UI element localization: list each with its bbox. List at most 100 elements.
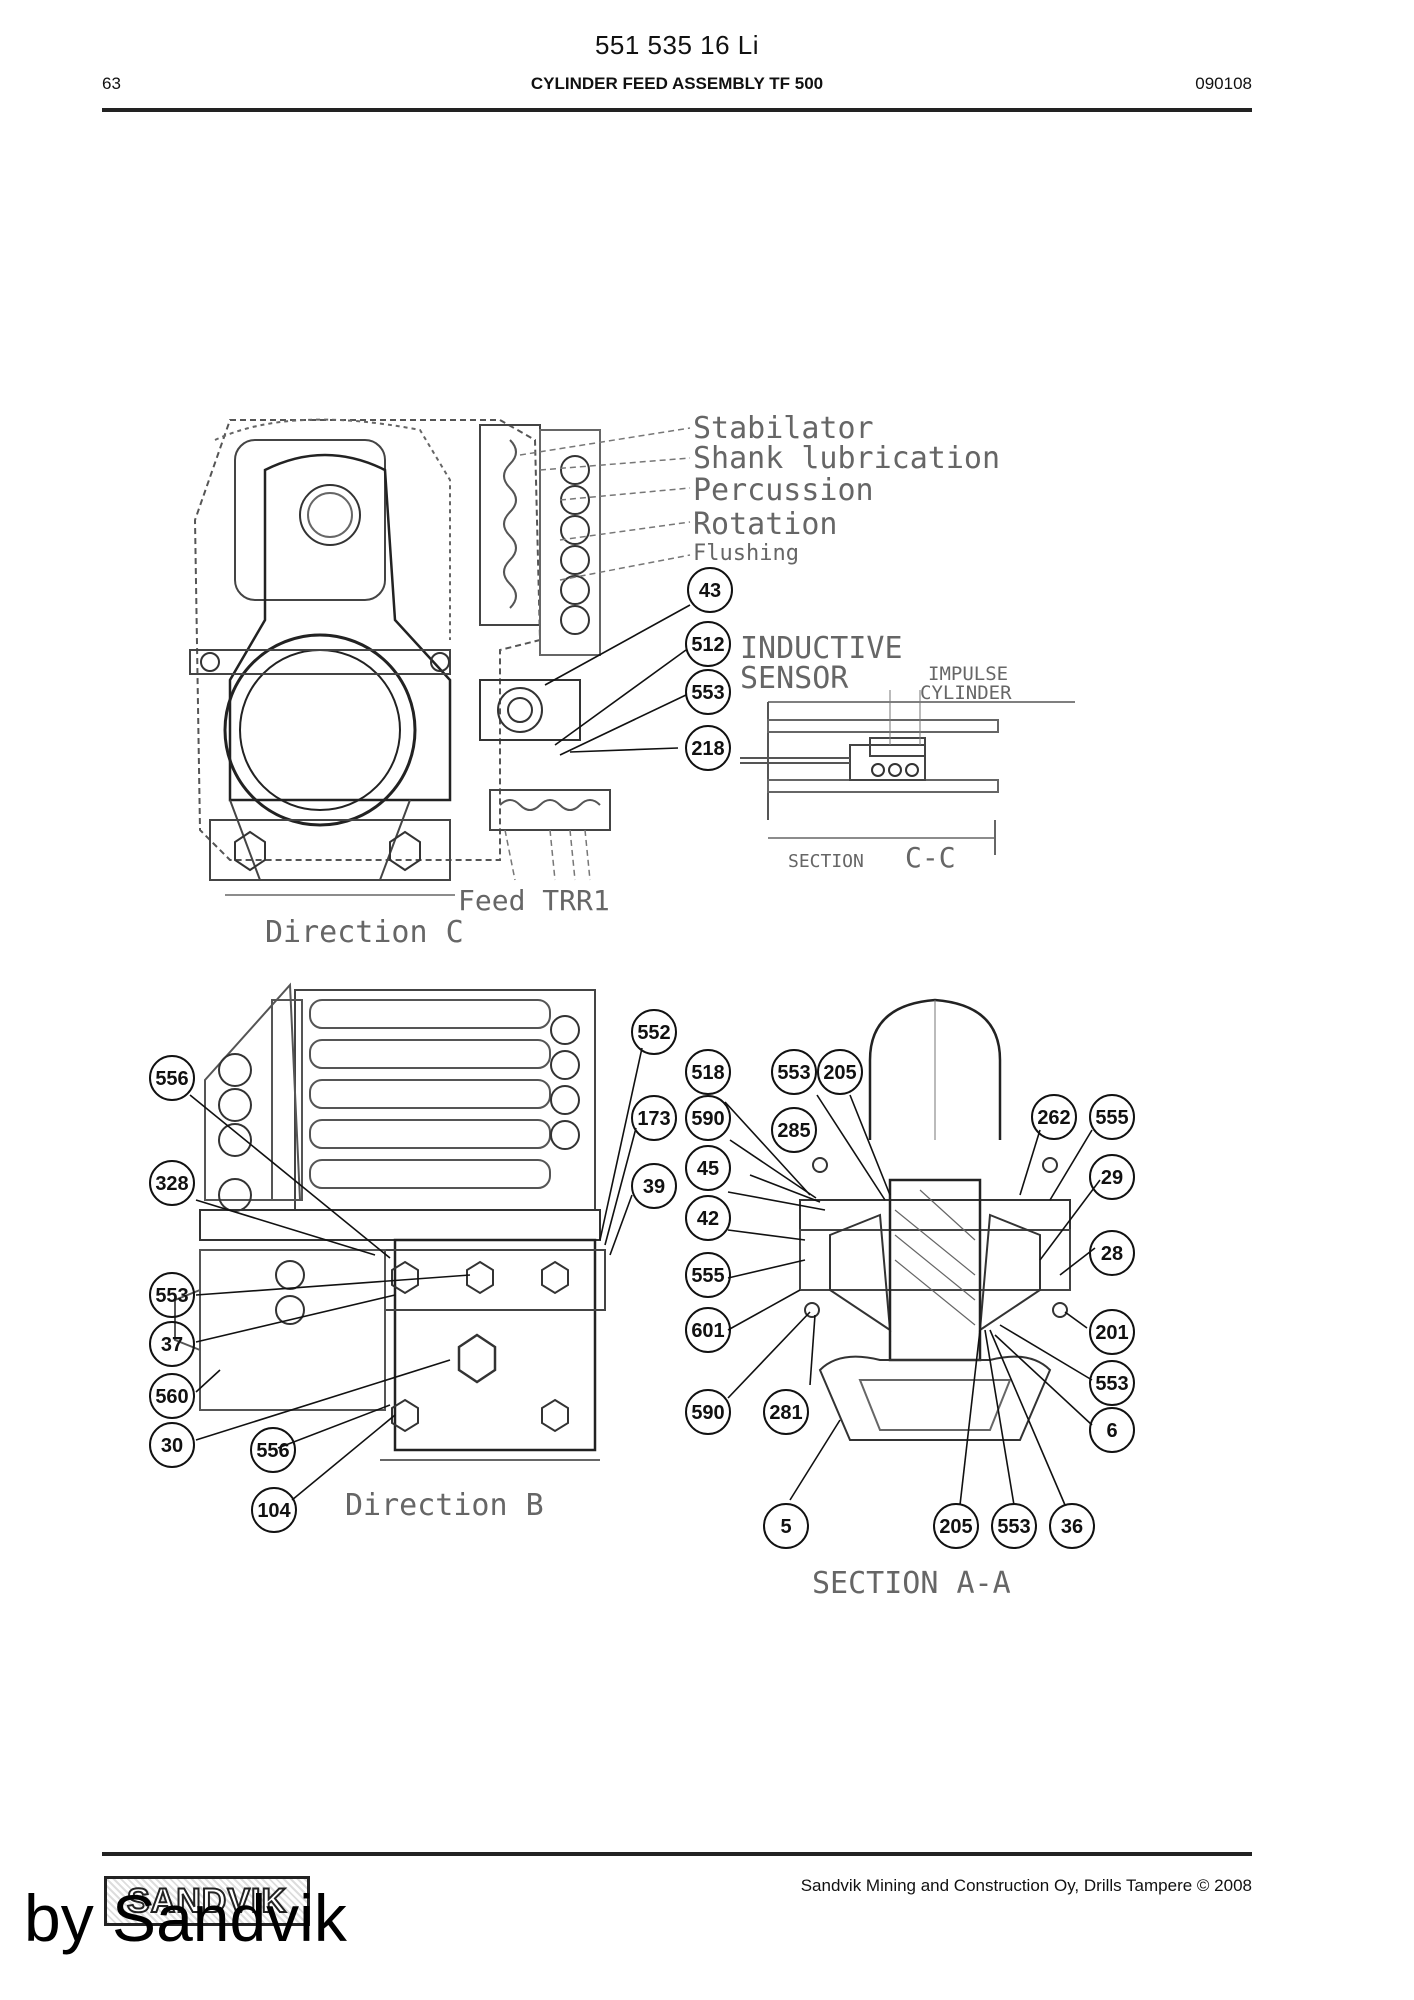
svg-text:553: 553	[777, 1062, 810, 1084]
direction-c-label: Direction C	[265, 915, 464, 950]
section-cc-label-id: C-C	[905, 841, 956, 874]
svg-text:518: 518	[691, 1062, 724, 1084]
callout-560: 560	[149, 1373, 195, 1419]
callout-37: 37	[149, 1321, 195, 1367]
svg-text:285: 285	[777, 1120, 810, 1142]
section-cc-label-word: SECTION	[788, 851, 864, 872]
hose-label-percussion: Percussion	[693, 473, 874, 508]
callout-42: 42	[685, 1195, 731, 1241]
svg-text:28: 28	[1101, 1243, 1123, 1265]
callout-218: 218	[685, 725, 731, 771]
svg-text:552: 552	[637, 1022, 670, 1044]
callout-39: 39	[631, 1163, 677, 1209]
callout-285: 285	[771, 1107, 817, 1153]
callout-30: 30	[149, 1422, 195, 1468]
callout-590: 590	[685, 1095, 731, 1141]
callout-5: 5	[763, 1503, 809, 1549]
callout-173: 173	[631, 1095, 677, 1141]
callout-553: 553	[149, 1272, 195, 1318]
hose-label-stabilator: Stabilator	[693, 411, 874, 446]
direction-b-view: Direction B	[174, 982, 606, 1523]
callout-553: 553	[1089, 1360, 1135, 1406]
svg-text:30: 30	[161, 1435, 183, 1457]
document-date: 090108	[1195, 74, 1252, 93]
header-row: 63 CYLINDER FEED ASSEMBLY TF 500 090108	[102, 74, 1252, 96]
svg-text:556: 556	[155, 1068, 188, 1090]
callout-512: 512	[685, 621, 731, 667]
callout-552: 552	[631, 1009, 677, 1055]
svg-text:218: 218	[691, 738, 724, 760]
callout-281: 281	[763, 1389, 809, 1435]
section-aa-view: SECTION A-A	[799, 998, 1071, 1601]
callout-590: 590	[685, 1389, 731, 1435]
svg-text:39: 39	[643, 1176, 665, 1198]
callout-205: 205	[933, 1503, 979, 1549]
callout-bubbles: 43 512 553 218 552 556 173 328 39 553 37…	[149, 567, 1135, 1549]
page-number: 63	[102, 74, 121, 93]
callout-553: 553	[685, 669, 731, 715]
watermark-text: by Sandvik	[24, 1881, 347, 1955]
section-aa-label: SECTION A-A	[812, 1566, 1011, 1601]
svg-text:560: 560	[155, 1386, 188, 1408]
svg-text:205: 205	[939, 1516, 972, 1538]
svg-text:553: 553	[997, 1516, 1030, 1538]
svg-text:201: 201	[1095, 1322, 1128, 1344]
callout-29: 29	[1089, 1154, 1135, 1200]
callout-36: 36	[1049, 1503, 1095, 1549]
callout-553: 553	[771, 1049, 817, 1095]
svg-text:601: 601	[691, 1320, 724, 1342]
hose-label-shank-lubrication: Shank lubrication	[693, 441, 1000, 476]
svg-text:553: 553	[691, 682, 724, 704]
callout-43: 43	[687, 567, 733, 613]
inductive-label-line2: SENSOR	[740, 661, 849, 696]
section-cc-view: INDUCTIVE SENSOR IMPULSE CYLINDER SECTIO…	[740, 631, 1075, 874]
callout-28: 28	[1089, 1230, 1135, 1276]
callout-45: 45	[685, 1145, 731, 1191]
hose-label-flushing: Flushing	[693, 541, 799, 566]
svg-text:281: 281	[769, 1402, 802, 1424]
feed-trr1-label: Feed TRR1	[458, 884, 610, 917]
svg-text:328: 328	[155, 1173, 188, 1195]
svg-text:45: 45	[697, 1158, 719, 1180]
callout-553: 553	[991, 1503, 1037, 1549]
svg-text:104: 104	[257, 1500, 291, 1522]
callout-262: 262	[1031, 1094, 1077, 1140]
svg-text:5: 5	[780, 1516, 791, 1538]
callout-201: 201	[1089, 1309, 1135, 1355]
direction-c-view: Stabilator Shank lubrication Percussion …	[189, 411, 1000, 950]
footer-company: Sandvik Mining and Construction Oy, Dril…	[800, 1876, 1252, 1895]
header-rule	[102, 108, 1252, 112]
inductive-label-line1: INDUCTIVE	[740, 631, 903, 666]
impulse-label-line2: CYLINDER	[920, 682, 1012, 704]
svg-text:590: 590	[691, 1402, 724, 1424]
svg-text:173: 173	[637, 1108, 670, 1130]
svg-text:556: 556	[256, 1440, 289, 1462]
svg-text:205: 205	[823, 1062, 856, 1084]
sandvik-logo: SANDVIK	[104, 1876, 310, 1926]
document-code: 551 535 16 Li	[594, 30, 760, 60]
callout-328: 328	[149, 1160, 195, 1206]
svg-text:36: 36	[1061, 1516, 1083, 1538]
svg-text:553: 553	[155, 1285, 188, 1307]
svg-text:42: 42	[697, 1208, 719, 1230]
impulse-label-line1: IMPULSE	[928, 663, 1008, 685]
svg-text:555: 555	[691, 1265, 724, 1287]
callout-205: 205	[817, 1049, 863, 1095]
hose-label-rotation: Rotation	[693, 507, 838, 542]
callout-601: 601	[685, 1307, 731, 1353]
callout-518: 518	[685, 1049, 731, 1095]
svg-text:555: 555	[1095, 1107, 1128, 1129]
direction-b-label: Direction B	[345, 1488, 544, 1523]
leader-lines	[189, 604, 1101, 1506]
svg-text:553: 553	[1095, 1373, 1128, 1395]
footer-rule	[102, 1852, 1252, 1856]
callout-104: 104	[251, 1487, 297, 1533]
page-title: CYLINDER FEED ASSEMBLY TF 500	[530, 74, 824, 93]
svg-text:512: 512	[691, 634, 724, 656]
callout-555: 555	[1089, 1094, 1135, 1140]
callout-6: 6	[1089, 1407, 1135, 1453]
svg-text:37: 37	[161, 1334, 183, 1356]
svg-text:262: 262	[1037, 1107, 1070, 1129]
svg-text:6: 6	[1106, 1420, 1117, 1442]
